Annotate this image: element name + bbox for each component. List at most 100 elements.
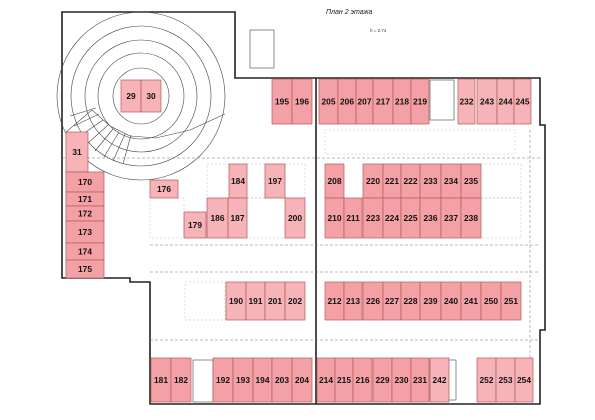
unit-label-227: 227	[385, 296, 399, 306]
unit-label-207: 207	[358, 97, 372, 107]
unit-200[interactable]	[284, 197, 306, 239]
rotunda-ring-inner	[112, 67, 170, 125]
unit-label-217: 217	[376, 97, 390, 107]
unit-175[interactable]	[65, 259, 105, 279]
unit-label-187: 187	[231, 213, 245, 223]
spiral-ramp-steps	[69, 107, 132, 165]
unit-179[interactable]	[183, 211, 207, 239]
unit-30[interactable]	[140, 79, 162, 113]
unit-label-176: 176	[157, 184, 171, 194]
unit-label-229: 229	[376, 375, 390, 385]
storage-cell	[149, 197, 185, 239]
unit-251[interactable]	[500, 281, 522, 321]
unit-label-201: 201	[268, 296, 282, 306]
storage-cell	[206, 163, 230, 199]
storage-cell	[246, 163, 266, 199]
unit-label-220: 220	[366, 176, 380, 186]
unit-label-216: 216	[356, 375, 370, 385]
unit-label-254: 254	[517, 375, 531, 385]
unit-label-225: 225	[404, 213, 418, 223]
rotunda	[56, 11, 226, 181]
unit-label-243: 243	[480, 97, 494, 107]
stairwell-top	[249, 29, 275, 69]
unit-label-250: 250	[484, 296, 498, 306]
unit-label-226: 226	[366, 296, 380, 306]
unit-204[interactable]	[291, 357, 313, 403]
unit-label-204: 204	[295, 375, 309, 385]
unit-label-190: 190	[229, 296, 243, 306]
unit-label-234: 234	[444, 176, 458, 186]
unit-label-230: 230	[395, 375, 409, 385]
unit-216[interactable]	[352, 357, 373, 403]
unit-label-182: 182	[174, 375, 188, 385]
unit-label-218: 218	[395, 97, 409, 107]
unit-label-186: 186	[211, 213, 225, 223]
unit-label-251: 251	[504, 296, 518, 306]
plan-title: План 2 этажа	[326, 9, 373, 16]
unit-label-191: 191	[249, 296, 263, 306]
unit-238[interactable]	[460, 197, 482, 239]
unit-label-237: 237	[444, 213, 458, 223]
unit-label-203: 203	[275, 375, 289, 385]
unit-label-231: 231	[413, 375, 427, 385]
unit-label-193: 193	[236, 375, 250, 385]
storage-cell	[184, 281, 226, 321]
unit-232[interactable]	[457, 78, 476, 125]
unit-label-205: 205	[322, 97, 336, 107]
rotunda-ring-outer	[56, 11, 226, 181]
unit-label-30: 30	[146, 91, 156, 101]
stairwell-top-right	[429, 79, 455, 121]
unit-211[interactable]	[343, 197, 363, 239]
unit-label-244: 244	[499, 97, 513, 107]
unit-213[interactable]	[343, 281, 363, 321]
unit-label-221: 221	[385, 176, 399, 186]
unit-197[interactable]	[264, 163, 286, 199]
corridor-grid	[62, 130, 540, 400]
unit-label-210: 210	[328, 213, 342, 223]
unit-242[interactable]	[429, 357, 450, 403]
unit-254[interactable]	[514, 357, 534, 403]
unit-label-215: 215	[337, 375, 351, 385]
unit-label-233: 233	[424, 176, 438, 186]
unit-label-200: 200	[288, 213, 302, 223]
unit-label-174: 174	[78, 247, 92, 257]
unit-label-253: 253	[499, 375, 513, 385]
unit-245[interactable]	[513, 78, 532, 125]
unit-label-212: 212	[328, 296, 342, 306]
unit-219[interactable]	[410, 78, 430, 125]
unit-label-222: 222	[404, 176, 418, 186]
unit-231[interactable]	[410, 357, 430, 403]
unit-label-206: 206	[340, 97, 354, 107]
rotunda-ring-4	[97, 52, 185, 140]
unit-label-29: 29	[126, 91, 136, 101]
unit-label-238: 238	[464, 213, 478, 223]
unit-label-213: 213	[346, 296, 360, 306]
unit-label-181: 181	[154, 375, 168, 385]
unit-187[interactable]	[227, 197, 248, 239]
stairwell-bottom-left	[192, 359, 214, 403]
unit-label-31: 31	[72, 147, 82, 157]
storage-cell	[324, 129, 516, 155]
unit-label-173: 173	[78, 227, 92, 237]
unit-label-224: 224	[385, 213, 399, 223]
unit-label-240: 240	[444, 296, 458, 306]
storage-cell	[480, 163, 522, 199]
unit-label-241: 241	[464, 296, 478, 306]
unit-196[interactable]	[291, 78, 313, 125]
unit-label-192: 192	[216, 375, 230, 385]
unit-202[interactable]	[284, 281, 306, 321]
unit-label-235: 235	[464, 176, 478, 186]
unit-label-214: 214	[319, 375, 333, 385]
unit-label-197: 197	[268, 176, 282, 186]
storage-cell	[480, 197, 522, 239]
rotunda-ring-2	[70, 25, 212, 167]
unit-label-179: 179	[188, 220, 202, 230]
unit-label-208: 208	[328, 176, 342, 186]
rotunda-ring-3	[84, 39, 198, 153]
unit-label-202: 202	[288, 296, 302, 306]
ceiling-height: h = 2.74	[370, 28, 387, 33]
unit-182[interactable]	[170, 357, 192, 403]
unit-176[interactable]	[149, 179, 179, 199]
unit-label-211: 211	[346, 213, 360, 223]
